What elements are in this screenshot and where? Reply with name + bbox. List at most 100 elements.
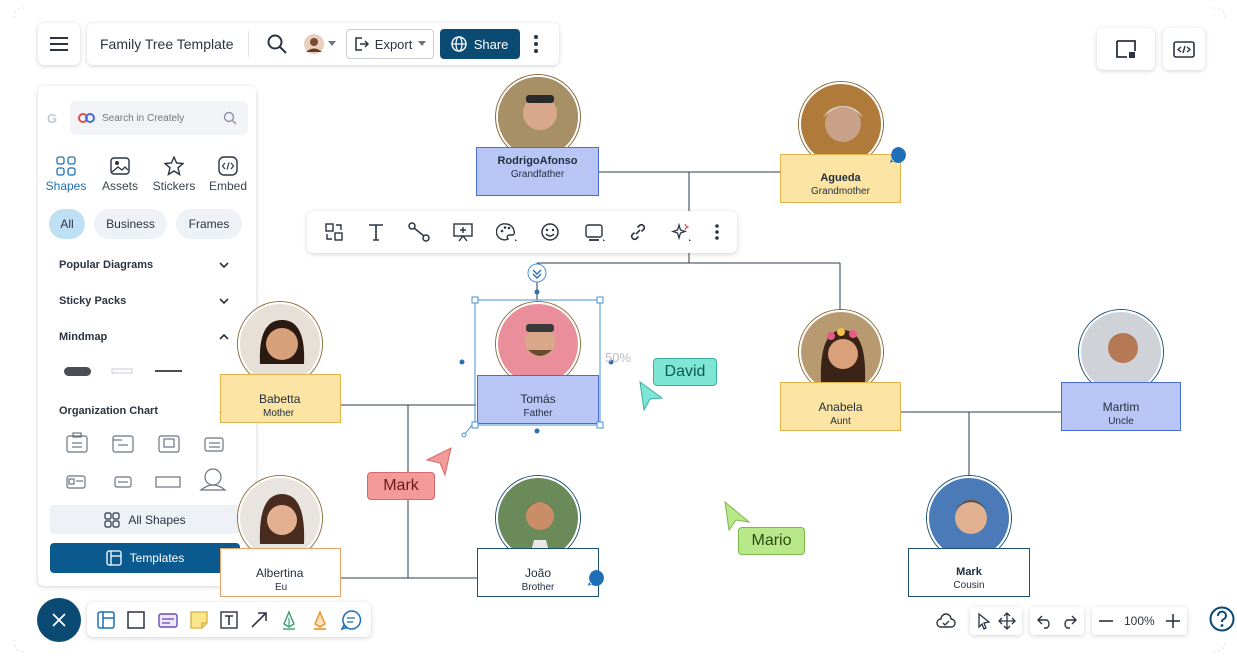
all-shapes-button[interactable]: All Shapes <box>50 505 240 534</box>
node-anabela[interactable]: Anabela Aunt <box>780 382 901 431</box>
chip-frames[interactable]: Frames <box>176 209 242 239</box>
node-babetta[interactable]: Babetta Mother <box>220 374 341 423</box>
node-name: Martim <box>1102 400 1140 414</box>
section-mindmap[interactable]: Mindmap <box>59 331 229 343</box>
view-controls: 100% <box>930 606 1235 636</box>
text-icon[interactable] <box>366 222 386 242</box>
person-photo <box>498 478 578 558</box>
org-chart-shapes[interactable] <box>58 430 238 496</box>
more-options-button[interactable] <box>533 35 538 53</box>
text-box-icon[interactable] <box>219 610 239 630</box>
help-button[interactable] <box>1209 606 1235 637</box>
section-popular-diagrams[interactable]: Popular Diagrams <box>59 259 229 271</box>
comment-bubble-icon[interactable] <box>587 569 605 587</box>
photo-babetta[interactable] <box>238 302 322 386</box>
cursor-label-david: David <box>653 358 717 386</box>
photo-joao[interactable] <box>496 476 580 560</box>
search-button[interactable] <box>267 34 287 54</box>
chip-business[interactable]: Business <box>94 209 167 239</box>
arrow-line-icon[interactable] <box>249 610 269 630</box>
more-vertical-icon[interactable] <box>714 223 720 241</box>
zoom-out-icon[interactable] <box>1098 613 1114 629</box>
help-icon <box>1209 606 1235 631</box>
share-button[interactable]: Share <box>439 29 520 59</box>
highlighter-icon[interactable] <box>310 609 330 630</box>
rectangle-icon[interactable] <box>126 610 146 630</box>
tab-assets[interactable]: Assets <box>95 156 145 193</box>
pen-icon[interactable] <box>279 609 299 630</box>
link-icon[interactable] <box>628 222 648 242</box>
cursor-mario-arrow-icon <box>724 500 751 532</box>
node-role: Father <box>523 408 553 419</box>
shape-style-icon[interactable] <box>584 222 606 242</box>
node-role: Grandmother <box>811 186 870 197</box>
swap-shape-icon[interactable] <box>324 222 344 242</box>
node-tomas[interactable]: Tomás Father <box>477 375 599 424</box>
present-mode-button[interactable] <box>1097 28 1155 70</box>
palette-icon[interactable] <box>496 222 518 242</box>
node-name: RodrigoAfonso <box>497 155 578 167</box>
mindmap-shapes[interactable] <box>58 364 238 380</box>
connector-icon[interactable] <box>408 222 430 242</box>
export-label: Export <box>374 36 413 52</box>
section-label: Popular Diagrams <box>59 259 154 271</box>
tab-embed[interactable]: Embed <box>203 156 253 193</box>
search-input[interactable] <box>102 112 217 124</box>
node-martim[interactable]: Martim Uncle <box>1061 382 1181 431</box>
node-name: Agueda <box>820 172 861 184</box>
node-agueda[interactable]: Agueda Grandmother <box>780 154 901 203</box>
templates-button[interactable]: Templates <box>50 543 240 573</box>
comment-icon[interactable] <box>340 609 362 631</box>
zoom-group: 100% <box>1092 607 1187 635</box>
chip-all[interactable]: All <box>49 209 85 239</box>
card-icon[interactable] <box>157 610 179 630</box>
embed-code-button[interactable] <box>1163 28 1205 70</box>
tab-shapes[interactable]: Shapes <box>41 156 91 193</box>
node-role: Eu <box>275 582 288 593</box>
zoom-hint: 50% <box>605 350 632 365</box>
creately-logo-icon <box>78 113 95 123</box>
ai-sparkle-icon[interactable] <box>670 222 692 242</box>
photo-mark[interactable] <box>927 476 1011 560</box>
comment-bubble-icon[interactable] <box>889 146 907 164</box>
node-name: João <box>524 566 552 580</box>
node-name: Babetta <box>259 392 301 406</box>
tab-stickers[interactable]: Stickers <box>149 156 199 193</box>
selection-handles[interactable] <box>456 262 616 442</box>
all-shapes-label: All Shapes <box>128 512 186 527</box>
collaborator-avatar-button[interactable] <box>303 33 336 55</box>
zoom-level[interactable]: 100% <box>1124 614 1155 628</box>
close-toolbox-button[interactable] <box>37 598 81 642</box>
undo-redo-group <box>1030 607 1084 635</box>
export-button[interactable]: Export <box>345 29 434 59</box>
node-mark-cousin[interactable]: Mark Cousin <box>908 548 1030 597</box>
node-name: Albertina <box>256 566 304 580</box>
undo-icon[interactable] <box>1036 613 1054 629</box>
node-albertina[interactable]: Albertina Eu <box>220 548 341 597</box>
photo-rodrigo[interactable] <box>496 75 580 159</box>
shape-context-toolbar <box>307 211 737 253</box>
zoom-in-icon[interactable] <box>1165 613 1181 629</box>
section-label: Mindmap <box>59 331 108 343</box>
search-icon <box>267 34 287 54</box>
more-vertical-icon <box>533 35 538 53</box>
section-sticky-packs[interactable]: Sticky Packs <box>59 295 229 307</box>
person-photo <box>498 77 578 157</box>
pan-move-icon[interactable] <box>998 612 1016 630</box>
sticky-note-icon[interactable] <box>189 610 209 630</box>
template-icon[interactable] <box>96 610 116 630</box>
panel-search[interactable] <box>70 101 248 135</box>
node-rodrigo[interactable]: RodrigoAfonso Grandfather <box>476 147 599 196</box>
document-title[interactable]: Family Tree Template <box>87 31 249 57</box>
chevron-down-icon <box>418 41 427 46</box>
section-organization-chart[interactable]: Organization Chart <box>59 405 229 417</box>
emoji-icon[interactable] <box>540 222 562 242</box>
photo-anabela[interactable] <box>799 310 883 394</box>
menu-button[interactable] <box>38 23 80 65</box>
node-name: Anabela <box>818 400 863 414</box>
node-joao[interactable]: João Brother <box>477 548 599 597</box>
presentation-add-icon[interactable] <box>452 222 474 242</box>
pointer-icon[interactable] <box>976 612 992 630</box>
redo-icon[interactable] <box>1060 613 1078 629</box>
